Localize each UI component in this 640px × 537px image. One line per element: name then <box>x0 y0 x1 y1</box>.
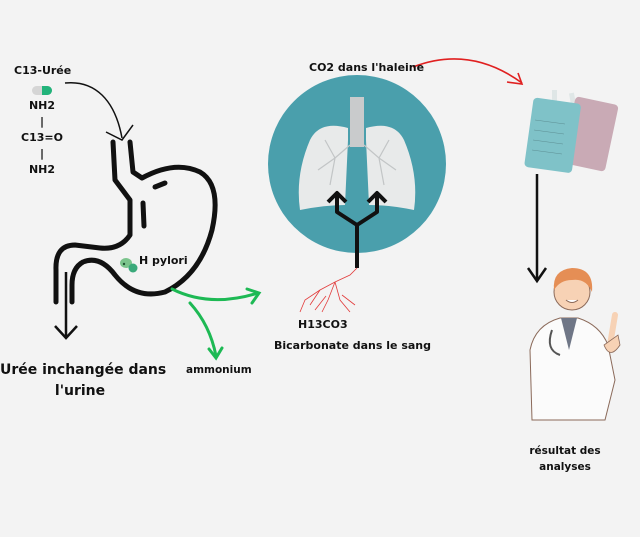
ammonium-label: ammonium <box>186 364 252 376</box>
lungs-illustration <box>268 75 446 268</box>
urine-label: Urée inchangée dans l'urine <box>0 360 167 402</box>
urea-formula: NH2 | C13=O | NH2 <box>14 98 70 178</box>
result-label: résultat des analyses <box>520 443 610 475</box>
breath-co2-label: CO2 dans l'haleine <box>309 61 425 74</box>
breath-red-arrow <box>412 58 524 85</box>
breath-sample-bags-icon <box>524 90 619 173</box>
formula-carbonyl: C13=O <box>21 131 63 144</box>
stomach-illustration <box>53 139 218 305</box>
urine-label-line1: Urée inchangée dans <box>0 362 167 378</box>
h13co3-label: H13CO3 <box>298 318 348 331</box>
formula-bond-top: | <box>39 115 45 128</box>
urine-down-arrow <box>54 272 78 340</box>
capsule-icon <box>32 86 52 95</box>
blood-vessels-icon <box>299 267 358 313</box>
result-label-line2: analyses <box>539 461 591 473</box>
urea-to-stomach-arrow <box>64 82 134 141</box>
ammonium-green-arrows <box>170 287 262 361</box>
result-down-arrow <box>526 174 548 284</box>
formula-nh2-top: NH2 <box>28 99 56 112</box>
blood-bicarbonate-label: Bicarbonate dans le sang <box>274 339 431 352</box>
formula-bond-bottom: | <box>39 147 45 160</box>
doctor-illustration <box>529 268 621 421</box>
urine-label-line2: l'urine <box>54 383 106 399</box>
formula-nh2-bottom: NH2 <box>28 163 56 176</box>
h-pylori-bacteria-icon <box>120 258 138 273</box>
urea-title: C13-Urée <box>14 64 72 77</box>
h-pylori-label: H pylori <box>139 254 188 267</box>
result-label-line1: résultat des <box>529 445 601 457</box>
